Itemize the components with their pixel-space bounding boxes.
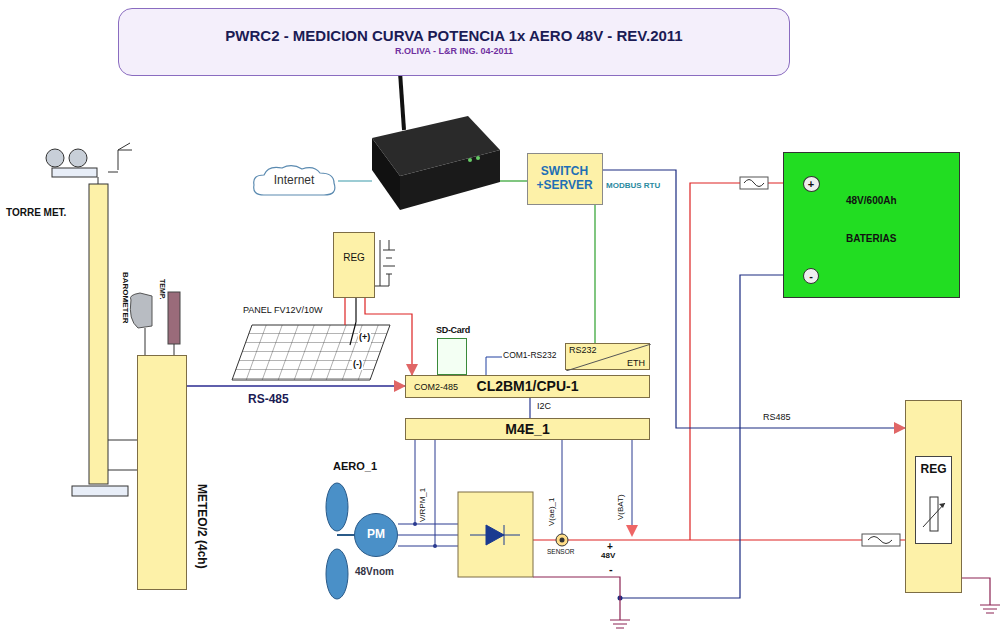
signal-label: COM1-RS232 (503, 351, 556, 360)
node-text: + (808, 179, 814, 190)
title-box: PWRC2 - MEDICION CURVA POTENCIA 1x AERO … (118, 8, 790, 76)
node-text: ETH (627, 358, 645, 368)
signal-label: BAROMETER (120, 272, 129, 324)
signal-label: V/RPM_1 (419, 488, 428, 522)
router (372, 72, 500, 210)
signal-label: AERO_1 (333, 460, 377, 472)
rs232-eth-converter: RS232ETH (565, 343, 650, 370)
node-text: R.OLIVA - L&R ING. 04-2011 (395, 46, 513, 56)
node-text: SD-Card (436, 325, 470, 335)
node-text: PWRC2 - MEDICION CURVA POTENCIA 1x AERO … (225, 27, 682, 44)
m4e-board: M4E_1 (405, 418, 650, 440)
connector (594, 205, 595, 343)
node-text: - (809, 271, 813, 282)
connector (365, 298, 412, 375)
node-text: METEO/2 (4ch) (194, 484, 208, 569)
signal-label: PANEL FV12V/10W (243, 306, 323, 316)
rectifier (458, 492, 533, 577)
connector (529, 398, 530, 418)
node-text: 48V/600Ah (846, 195, 897, 207)
signal-label: TORRE MET. (6, 207, 66, 218)
node-text: CL2BM1/CPU-1 (477, 378, 579, 394)
switch-server: SWITCH +SERVER (527, 153, 603, 205)
edge-label: RS485 (762, 413, 792, 423)
node-text: M4E_1 (505, 421, 549, 437)
signal-label: (-) (352, 360, 363, 370)
edge-label: I2C (536, 402, 552, 412)
signal-label: (+) (358, 333, 371, 343)
node-text: 48Vnom (355, 566, 394, 578)
signal-label: MODBUS RTU (606, 182, 660, 191)
meteo-logger: METEO/2 (4ch) (137, 355, 187, 590)
sd-card: SD-Card (437, 338, 467, 375)
edge-label: RS-485 (247, 393, 290, 406)
signal-label: - (609, 563, 613, 575)
node-text: BATERIAS (846, 233, 896, 245)
internet-cloud: Internet (250, 163, 338, 199)
node-text: COM2-485 (414, 382, 458, 392)
rheostat-symbol (919, 493, 949, 537)
signal-label: V(ae)_1 (548, 498, 557, 526)
dump-load-regulator: REG (905, 400, 962, 593)
pm-generator: PM48Vnom (354, 513, 398, 557)
node-text: REG (343, 252, 365, 264)
battery-terminal: - (803, 268, 819, 284)
signal-label: SENSOR (547, 548, 574, 555)
node-text: RS232 (569, 345, 597, 355)
cpu-board: CL2BM1/CPU-1 COM2-485 (405, 375, 650, 398)
wind-turbine (326, 483, 458, 599)
signal-label: 48V (601, 552, 615, 561)
regulator-panel: REG (915, 456, 952, 544)
signal-label: + (607, 541, 613, 552)
node-text: Internet (274, 174, 315, 188)
node-text: REG (920, 463, 946, 477)
signal-label: TEMP. (158, 279, 166, 300)
node-text: PM (367, 528, 385, 542)
signal-label: V(BAT) (617, 494, 626, 520)
connector (187, 385, 405, 386)
node-text: SWITCH +SERVER (532, 165, 598, 193)
battery-terminal: + (803, 176, 820, 192)
charge-regulator: REG (333, 232, 375, 298)
battery-bank: 48V/600AhBATERIAS + - (783, 152, 960, 298)
